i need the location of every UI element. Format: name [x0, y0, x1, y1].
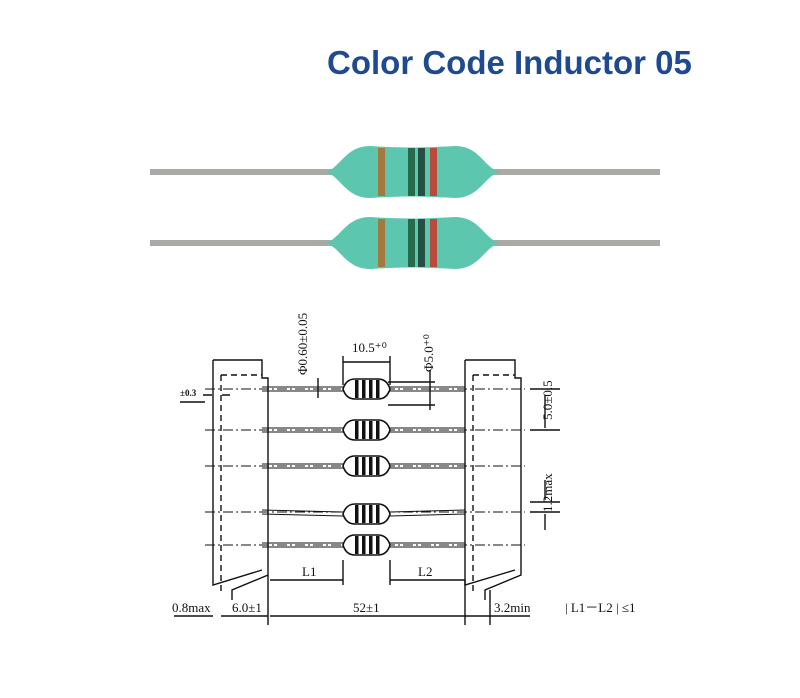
color-band: [418, 219, 425, 267]
inductor-photo-2: [150, 217, 660, 269]
tape-row: [205, 503, 525, 525]
body-length-dim: [342, 356, 391, 385]
color-band: [408, 219, 415, 267]
color-band: [430, 219, 437, 267]
tape-row: [205, 534, 525, 556]
offset-dim: [180, 394, 230, 403]
offset-label: ±0.3: [180, 388, 197, 398]
left-tape: [212, 359, 269, 600]
page-title: Color Code Inductor 05: [327, 44, 692, 81]
l1-l2-dims: [270, 560, 465, 585]
inductor-symbol: [342, 419, 391, 441]
lead-dia-label: Φ0.60±0.05: [295, 313, 310, 375]
right-tape-inner: [472, 374, 515, 592]
bottom-dims: [174, 575, 530, 625]
body-dia-label: Φ5.0⁺⁰: [421, 334, 436, 372]
skew-label: 1.2max: [540, 473, 555, 512]
pitch-dim: [530, 388, 560, 431]
l2-label: L2: [418, 564, 432, 579]
dia-dims: [317, 370, 435, 410]
tape-width-label: 6.0±1: [232, 600, 262, 615]
body-length-label: 10.5⁺⁰: [352, 340, 387, 355]
color-band: [408, 148, 415, 196]
inductor-symbol: [342, 455, 391, 477]
color-band: [378, 219, 385, 267]
skew-dim: [530, 480, 560, 530]
l1-label: L1: [302, 564, 316, 579]
tape-gap-label: 0.8max: [172, 600, 211, 615]
inductor-symbol: [342, 503, 391, 525]
color-band: [378, 148, 385, 196]
inductor-photos: [150, 146, 660, 269]
inductor-symbol: [342, 378, 391, 400]
min-len-label: 3.2min: [494, 600, 531, 615]
span-label: 52±1: [353, 600, 380, 615]
color-band: [430, 148, 437, 196]
note-label: | L1－L2 | ≤1: [565, 600, 635, 615]
tape-row: [205, 378, 525, 400]
inductor-photo-1: [150, 146, 660, 198]
tape-row: [205, 419, 525, 441]
tape-row: [205, 455, 525, 477]
color-band: [418, 148, 425, 196]
pitch-label: 5.0±0.5: [540, 380, 555, 420]
left-tape-inner: [220, 374, 262, 592]
tape-diagram: [174, 356, 560, 625]
inductor-symbol: [342, 534, 391, 556]
